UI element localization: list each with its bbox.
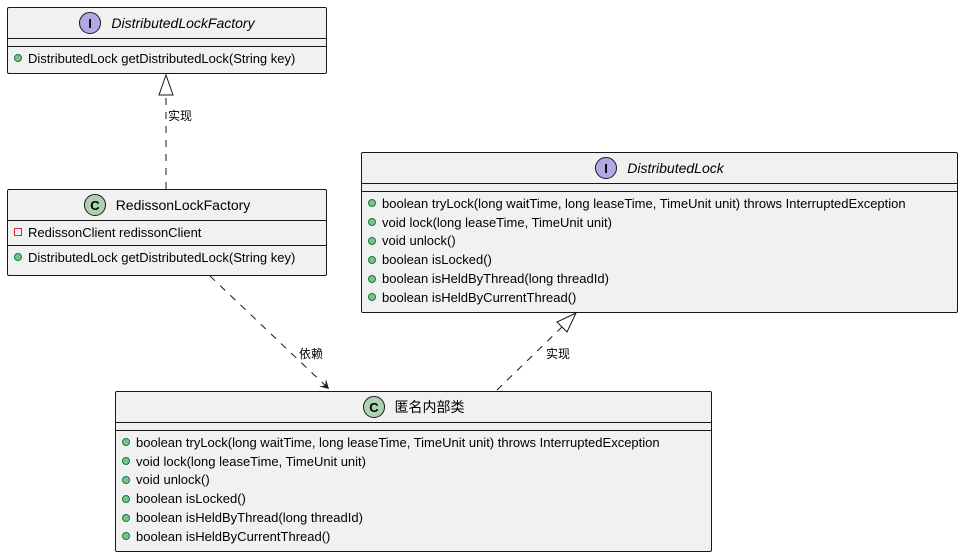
class-icon: C <box>83 194 106 216</box>
public-visibility-icon <box>368 255 376 264</box>
public-visibility-icon <box>368 218 376 227</box>
class-name: DistributedLock <box>627 160 724 176</box>
public-visibility-icon <box>122 532 130 541</box>
public-visibility-icon <box>368 236 376 245</box>
method-row: boolean isHeldByThread(long threadId) <box>116 508 711 527</box>
fields-section <box>362 184 957 191</box>
method-row: void unlock() <box>362 232 957 251</box>
method-row: void lock(long leaseTime, TimeUnit unit) <box>362 213 957 232</box>
fields-section <box>116 423 711 430</box>
method-row: boolean tryLock(long waitTime, long leas… <box>116 433 711 452</box>
class-anonymous-inner[interactable]: C 匿名内部类 boolean tryLock(long waitTime, l… <box>115 391 712 552</box>
public-visibility-icon <box>14 54 22 63</box>
svg-text:I: I <box>89 16 93 31</box>
class-icon: C <box>362 396 385 418</box>
methods-section: boolean tryLock(long waitTime, long leas… <box>362 192 957 310</box>
methods-section: DistributedLock getDistributedLock(Strin… <box>8 47 326 71</box>
method-row: boolean tryLock(long waitTime, long leas… <box>362 194 957 213</box>
methods-section: DistributedLock getDistributedLock(Strin… <box>8 246 326 270</box>
fields-section: RedissonClient redissonClient <box>8 221 326 245</box>
class-header: C RedissonLockFactory <box>8 190 326 220</box>
method-row: DistributedLock getDistributedLock(Strin… <box>8 248 326 267</box>
public-visibility-icon <box>122 475 130 484</box>
public-visibility-icon <box>122 457 130 466</box>
realization-line-lock <box>496 326 563 391</box>
svg-text:I: I <box>604 161 608 176</box>
method-row: boolean isLocked() <box>362 250 957 269</box>
public-visibility-icon <box>122 494 130 503</box>
svg-text:C: C <box>369 400 379 415</box>
fields-section <box>8 39 326 46</box>
class-distributed-lock[interactable]: I DistributedLock boolean tryLock(long w… <box>361 152 958 313</box>
class-header: I DistributedLock <box>362 153 957 183</box>
relation-label-implements-lock: 实现 <box>546 347 571 361</box>
class-distributed-lock-factory[interactable]: I DistributedLockFactory DistributedLock… <box>7 7 327 74</box>
field-row: RedissonClient redissonClient <box>8 223 326 242</box>
method-row: DistributedLock getDistributedLock(Strin… <box>8 49 326 68</box>
realization-arrowhead-factory <box>158 73 174 96</box>
svg-text:C: C <box>90 198 100 213</box>
realization-arrowhead-lock <box>556 311 578 333</box>
public-visibility-icon <box>368 293 376 302</box>
public-visibility-icon <box>368 274 376 283</box>
public-visibility-icon <box>368 199 376 208</box>
method-row: boolean isHeldByCurrentThread() <box>116 527 711 546</box>
public-visibility-icon <box>122 438 130 447</box>
method-row: boolean isHeldByThread(long threadId) <box>362 269 957 288</box>
dependency-line <box>209 275 330 390</box>
public-visibility-icon <box>14 253 22 262</box>
class-header: I DistributedLockFactory <box>8 8 326 38</box>
interface-icon: I <box>595 157 618 179</box>
class-name: DistributedLockFactory <box>111 15 255 31</box>
class-name: RedissonLockFactory <box>115 197 251 213</box>
methods-section: boolean tryLock(long waitTime, long leas… <box>116 431 711 549</box>
class-name: 匿名内部类 <box>394 399 465 415</box>
relation-label-implements-factory: 实现 <box>168 109 193 123</box>
class-redisson-lock-factory[interactable]: C RedissonLockFactory RedissonClient red… <box>7 189 327 276</box>
method-row: void unlock() <box>116 471 711 490</box>
relation-label-depends: 依赖 <box>299 347 324 361</box>
method-row: boolean isHeldByCurrentThread() <box>362 288 957 307</box>
class-header: C 匿名内部类 <box>116 392 711 422</box>
private-visibility-icon <box>14 228 22 237</box>
interface-icon: I <box>79 12 102 34</box>
public-visibility-icon <box>122 513 130 522</box>
method-row: boolean isLocked() <box>116 489 711 508</box>
method-row: void lock(long leaseTime, TimeUnit unit) <box>116 452 711 471</box>
